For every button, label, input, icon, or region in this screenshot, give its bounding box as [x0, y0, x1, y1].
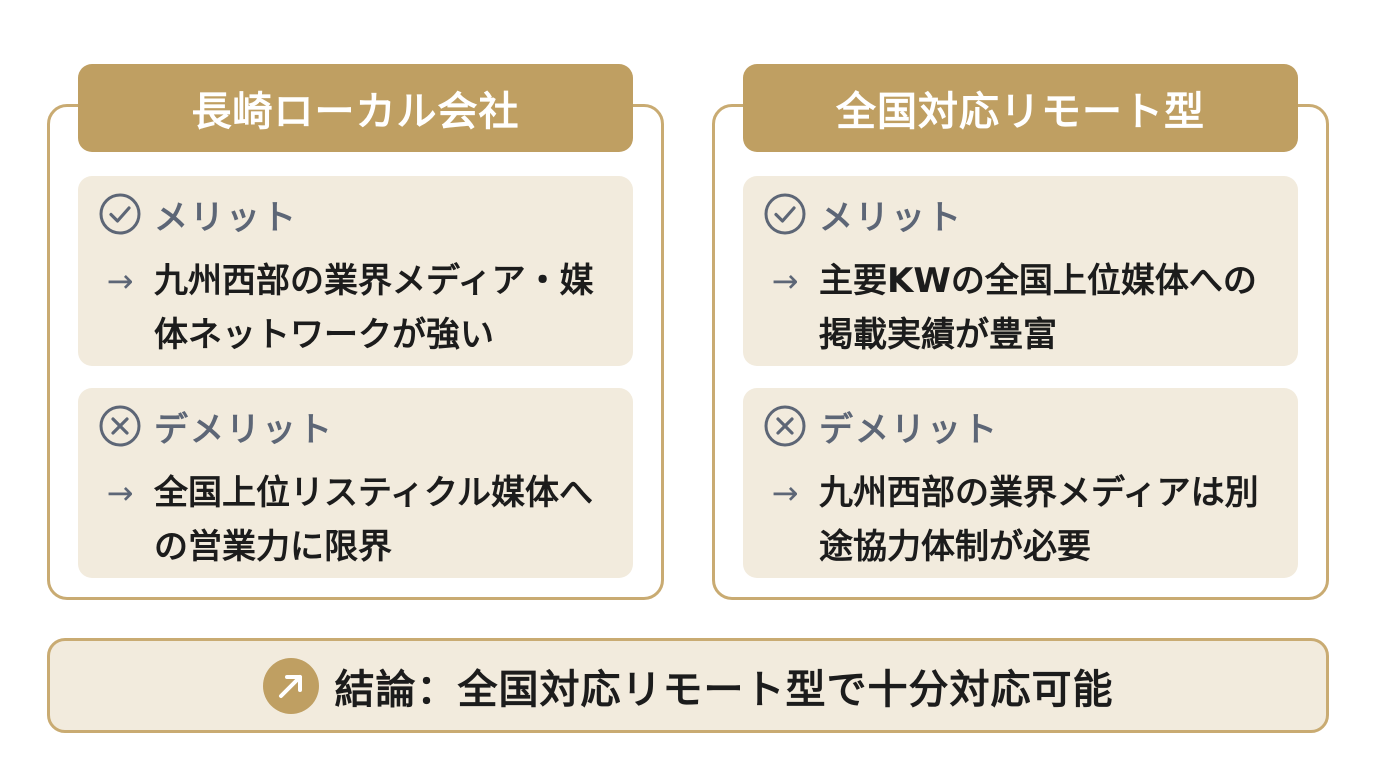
left-panel: 長崎ローカル会社 メリット → 九州西部の業界メディア・媒体ネットワークが強い …	[47, 64, 664, 600]
arrow-up-right-icon	[262, 657, 319, 714]
x-circle-icon	[764, 405, 806, 447]
arrow-right-icon: →	[771, 474, 799, 512]
left-merit-label: メリット	[154, 197, 298, 238]
left-demerit-heading: デメリット	[98, 404, 613, 450]
right-demerit-body: → 九州西部の業界メディアは別途協力体制が必要	[763, 466, 1278, 574]
left-merit-body: → 九州西部の業界メディア・媒体ネットワークが強い	[98, 254, 613, 362]
right-panel: 全国対応リモート型 メリット → 主要KWの全国上位媒体への掲載実績が豊富 デメ…	[712, 64, 1329, 600]
left-panel-title: 長崎ローカル会社	[78, 64, 633, 152]
right-demerit-heading: デメリット	[763, 404, 1278, 450]
right-merit-box: メリット → 主要KWの全国上位媒体への掲載実績が豊富	[743, 176, 1298, 366]
left-demerit-text: 全国上位リスティクル媒体への営業力に限界	[154, 473, 593, 567]
check-circle-icon	[764, 193, 806, 235]
conclusion-bar: 結論：全国対応リモート型で十分対応可能	[47, 638, 1329, 733]
left-demerit-box: デメリット → 全国上位リスティクル媒体への営業力に限界	[78, 388, 633, 578]
left-demerit-label: デメリット	[154, 409, 334, 450]
check-circle-icon	[99, 193, 141, 235]
arrow-right-icon: →	[771, 262, 799, 300]
x-circle-icon	[99, 405, 141, 447]
right-merit-body: → 主要KWの全国上位媒体への掲載実績が豊富	[763, 254, 1278, 362]
right-demerit-box: デメリット → 九州西部の業界メディアは別途協力体制が必要	[743, 388, 1298, 578]
right-merit-text: 主要KWの全国上位媒体への掲載実績が豊富	[819, 261, 1257, 355]
conclusion-text: 結論：全国対応リモート型で十分対応可能	[334, 666, 1114, 713]
right-merit-label: メリット	[819, 197, 963, 238]
right-merit-heading: メリット	[763, 192, 1278, 238]
right-demerit-label: デメリット	[819, 409, 999, 450]
arrow-right-icon: →	[106, 262, 134, 300]
arrow-right-icon: →	[106, 474, 134, 512]
left-merit-box: メリット → 九州西部の業界メディア・媒体ネットワークが強い	[78, 176, 633, 366]
left-merit-text: 九州西部の業界メディア・媒体ネットワークが強い	[154, 261, 594, 355]
left-demerit-body: → 全国上位リスティクル媒体への営業力に限界	[98, 466, 613, 574]
right-demerit-text: 九州西部の業界メディアは別途協力体制が必要	[819, 473, 1259, 567]
left-merit-heading: メリット	[98, 192, 613, 238]
right-panel-title: 全国対応リモート型	[743, 64, 1298, 152]
